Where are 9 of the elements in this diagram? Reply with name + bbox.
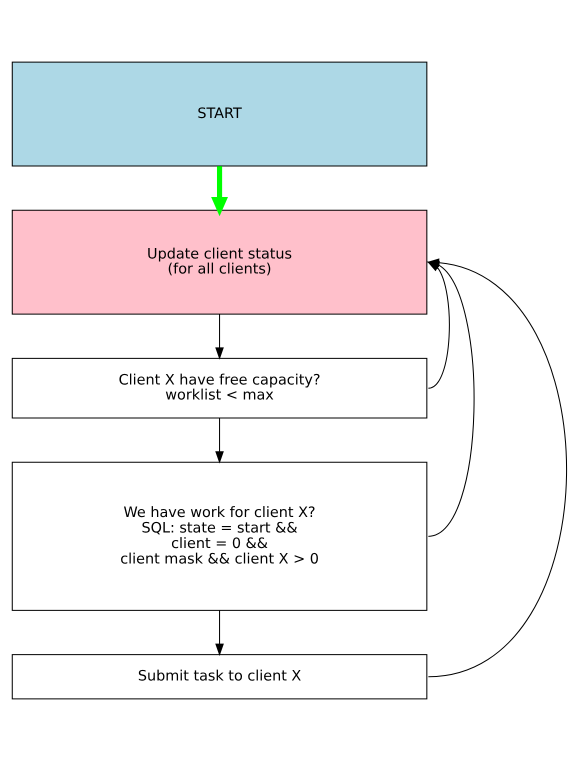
arrow	[215, 314, 224, 360]
node-box: Update client status (for all clients)	[12, 209, 428, 314]
node-box: START	[12, 61, 428, 166]
arrow	[215, 610, 224, 656]
node-box: We have work for client X? SQL: state = start && client = 0 && client mask && client X > 0	[12, 461, 428, 610]
node-box: Client X have free capacity? worklist < max	[12, 357, 428, 418]
arrow	[215, 418, 224, 464]
arrow	[211, 166, 228, 216]
node-box: Submit task to client X	[12, 654, 428, 699]
